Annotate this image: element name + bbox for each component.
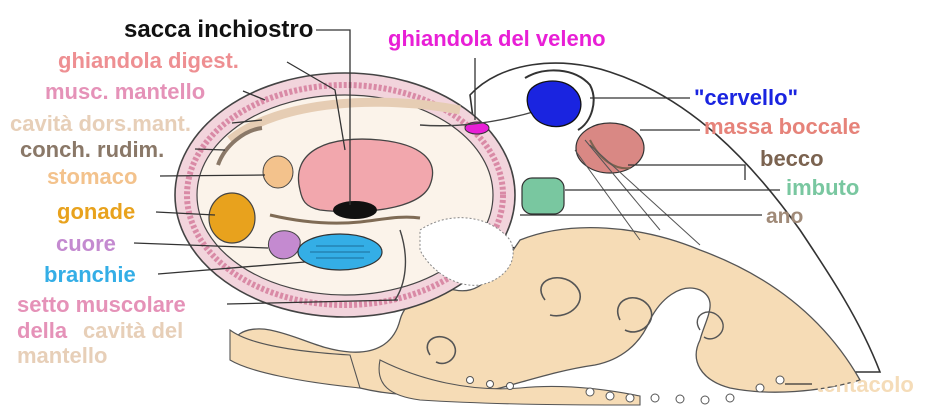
label-cavita-del: cavità del bbox=[83, 320, 183, 342]
label-ghiandola-veleno: ghiandola del veleno bbox=[388, 28, 606, 50]
label-mantello: mantello bbox=[17, 345, 107, 367]
label-cervello: "cervello" bbox=[694, 87, 798, 109]
label-setto-muscolare: setto muscolare bbox=[17, 294, 186, 316]
label-massa-boccale: massa boccale bbox=[704, 116, 861, 138]
label-branchie: branchie bbox=[44, 264, 136, 286]
label-gonade: gonade bbox=[57, 201, 135, 223]
label-tentacolo: tentacolo bbox=[816, 374, 914, 396]
gonad-organ bbox=[209, 193, 255, 243]
digestive-gland bbox=[298, 139, 432, 212]
label-della: della bbox=[17, 320, 67, 342]
label-ghiandola-digest: ghiandola digest. bbox=[58, 50, 239, 72]
label-becco: becco bbox=[760, 148, 824, 170]
label-sacca-inchiostro: sacca inchiostro bbox=[124, 18, 313, 42]
funnel-organ bbox=[522, 178, 564, 214]
label-cuore: cuore bbox=[56, 233, 116, 255]
label-cavita-dors-mant: cavità dors.mant. bbox=[10, 113, 191, 135]
label-musc-mantello: musc. mantello bbox=[45, 81, 205, 103]
label-conch-rudim: conch. rudim. bbox=[20, 139, 164, 161]
label-stomaco: stomaco bbox=[47, 166, 137, 188]
ink-sac bbox=[333, 201, 377, 219]
stomach-organ bbox=[263, 156, 293, 188]
label-ano: ano bbox=[766, 206, 803, 227]
label-imbuto: imbuto bbox=[786, 177, 859, 199]
